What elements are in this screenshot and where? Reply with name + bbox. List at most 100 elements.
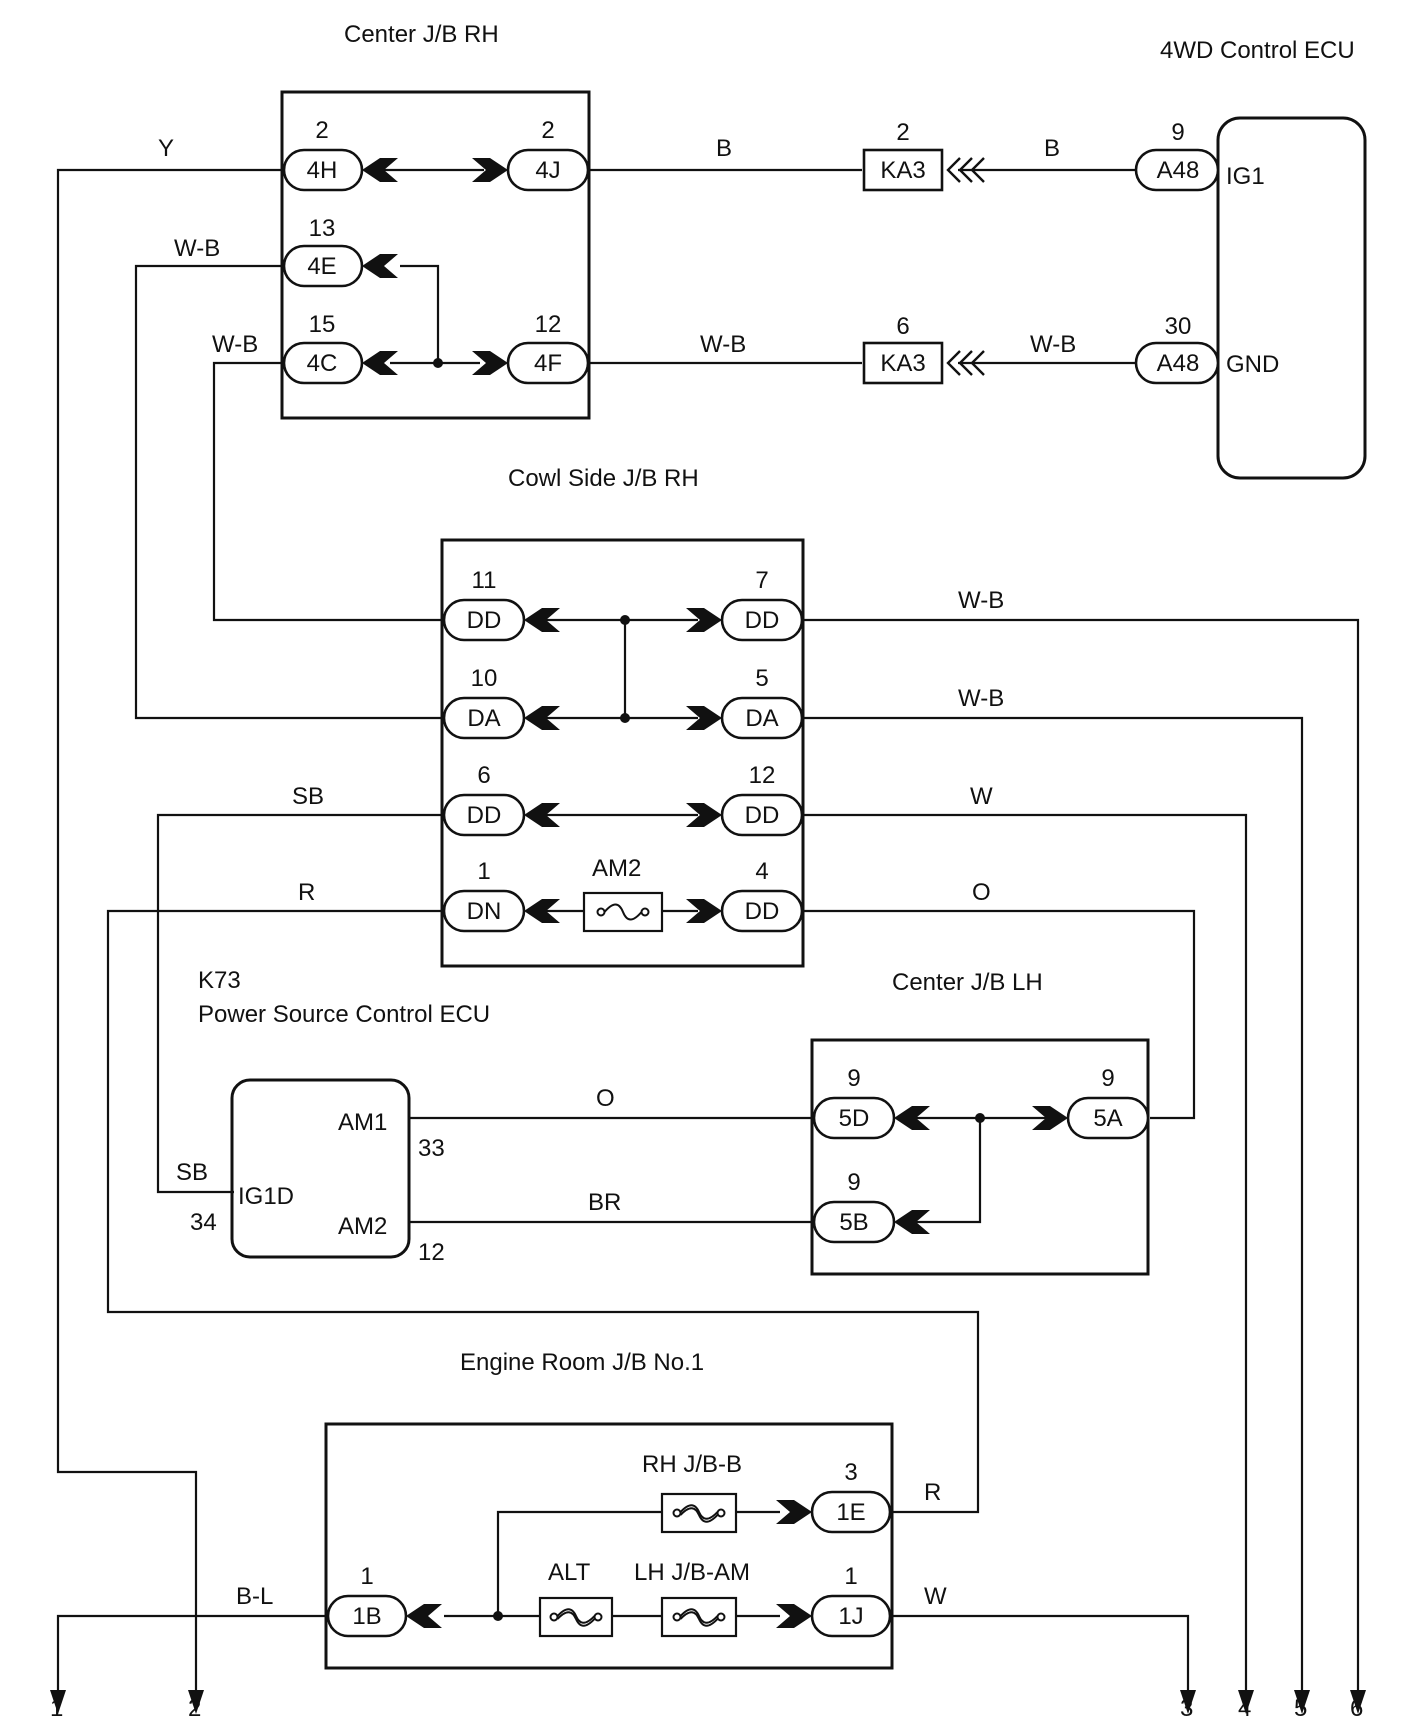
output-6: 6 [1350,1695,1363,1722]
4h-label: 4H [307,157,338,184]
junction-4f [433,358,443,368]
4wd-ecu-box [1216,116,1367,480]
center-jb-rh-box [280,90,591,420]
1b-pin: 1 [360,1563,373,1590]
wire-o-am1: O [596,1085,615,1112]
da5-label: DA [745,705,778,732]
4f-label: 4F [534,350,562,377]
k73-name: Power Source Control ECU [198,1001,490,1028]
arrow-3 [1180,1690,1196,1714]
4j-pin: 2 [541,117,554,144]
wire-r-dn1: R [298,879,315,906]
ka3-bot-box [862,341,944,385]
ka3-top-pin: 2 [896,119,909,146]
dd6-label: DD [467,802,502,829]
wire-y: Y [158,135,174,162]
dd4-pin: 4 [755,858,768,885]
arrow-5 [1294,1690,1310,1714]
wire-b-4j: B [716,135,732,162]
1b-label: 1B [352,1603,381,1630]
da10-pin: 10 [471,665,498,692]
wire-color-labels: Y B B W-B W-B W-B W-B W-B W-B SB W R O O… [158,135,1076,1610]
4e-pin: 13 [309,215,336,242]
wire-b-a48: B [1044,135,1060,162]
wire-o-dd4: O [972,879,991,906]
5a-label: 5A [1093,1105,1122,1132]
arrow-2 [188,1690,204,1714]
output-2: 2 [188,1695,201,1722]
4e-label: 4E [307,253,336,280]
dd7-label: DD [745,607,780,634]
output-arrows [50,1690,1366,1714]
arrow-4 [1238,1690,1254,1714]
junction-dd [620,615,630,625]
junction-da [620,713,630,723]
output-5: 5 [1294,1695,1307,1722]
4c-pin: 15 [309,311,336,338]
center-jb-lh-title: Center J/B LH [892,969,1043,996]
wire-w-1j: W [924,1583,947,1610]
dd6-pin: 6 [477,762,490,789]
dn1-pin: 1 [477,858,490,885]
output-3: 3 [1180,1695,1193,1722]
center-jb-rh-title: Center J/B RH [344,21,499,48]
k73-am1-pin: 33 [418,1135,445,1162]
output-4: 4 [1238,1695,1251,1722]
fuse-am2-label: AM2 [592,855,641,882]
5a-pin: 9 [1101,1065,1114,1092]
wire-r-1e: R [924,1479,941,1506]
wire-wb-da5: W-B [958,685,1004,712]
engine-jb-box [324,1422,894,1670]
dd4-label: DD [745,898,780,925]
wire-wb-4e: W-B [174,235,220,262]
k73-id: K73 [198,967,241,994]
cowl-jb-rh-box [440,538,805,968]
k73-ig1d-pin: 34 [190,1209,217,1236]
wire-sb-ecu: SB [176,1159,208,1186]
engine-jb-title: Engine Room J/B No.1 [460,1349,704,1376]
center-jb-lh-box [810,1038,1150,1276]
ka3-top-box [862,148,944,192]
dn1-label: DN [467,898,502,925]
1e-label: 1E [836,1499,865,1526]
fuse-alt-label: ALT [548,1559,591,1586]
4wd-ecu-title: 4WD Control ECU [1160,37,1355,64]
ka3-top-chevron-1 [946,157,961,183]
4j-label: 4J [535,157,560,184]
wire-wb-a48: W-B [1030,331,1076,358]
k73-am2-terminal: AM2 [338,1213,387,1240]
junction-5d [975,1113,985,1123]
5b-pin: 9 [847,1169,860,1196]
arrow-1 [50,1690,66,1714]
4h-pin: 2 [315,117,328,144]
a48-top-label: A48 [1157,157,1200,184]
ka3-bot-chevron-2 [958,350,973,376]
ka3-bot-label: KA3 [880,350,925,377]
da5-pin: 5 [755,665,768,692]
output-1: 1 [50,1695,63,1722]
a48-bot-pin: 30 [1165,313,1192,340]
1j-pin: 1 [844,1563,857,1590]
4f-pin: 12 [535,311,562,338]
ka3-bot-chevron-3 [970,350,985,376]
1e-pin: 3 [844,1459,857,1486]
wire-wb-4f: W-B [700,331,746,358]
dd11-pin: 11 [472,567,497,594]
4wd-gnd-terminal: GND [1226,351,1279,378]
wire-sb-dd6: SB [292,783,324,810]
dd7-pin: 7 [755,567,768,594]
4c-label: 4C [307,350,338,377]
k73-am2-pin: 12 [418,1239,445,1266]
a48-top-pin: 9 [1171,119,1184,146]
5d-label: 5D [839,1105,870,1132]
ka3-top-chevron-2 [958,157,973,183]
connector-text: 2 4H 2 4J 13 4E 15 4C 12 4F 2 KA3 6 KA3 … [307,117,1200,1630]
wire-wb-4c: W-B [212,331,258,358]
a48-bot-label: A48 [1157,350,1200,377]
k73-ig1d-terminal: IG1D [238,1183,294,1210]
1j-label: 1J [838,1603,863,1630]
k73-am1-terminal: AM1 [338,1109,387,1136]
wire-wb-dd7: W-B [958,587,1004,614]
wire-bl: B-L [236,1583,273,1610]
